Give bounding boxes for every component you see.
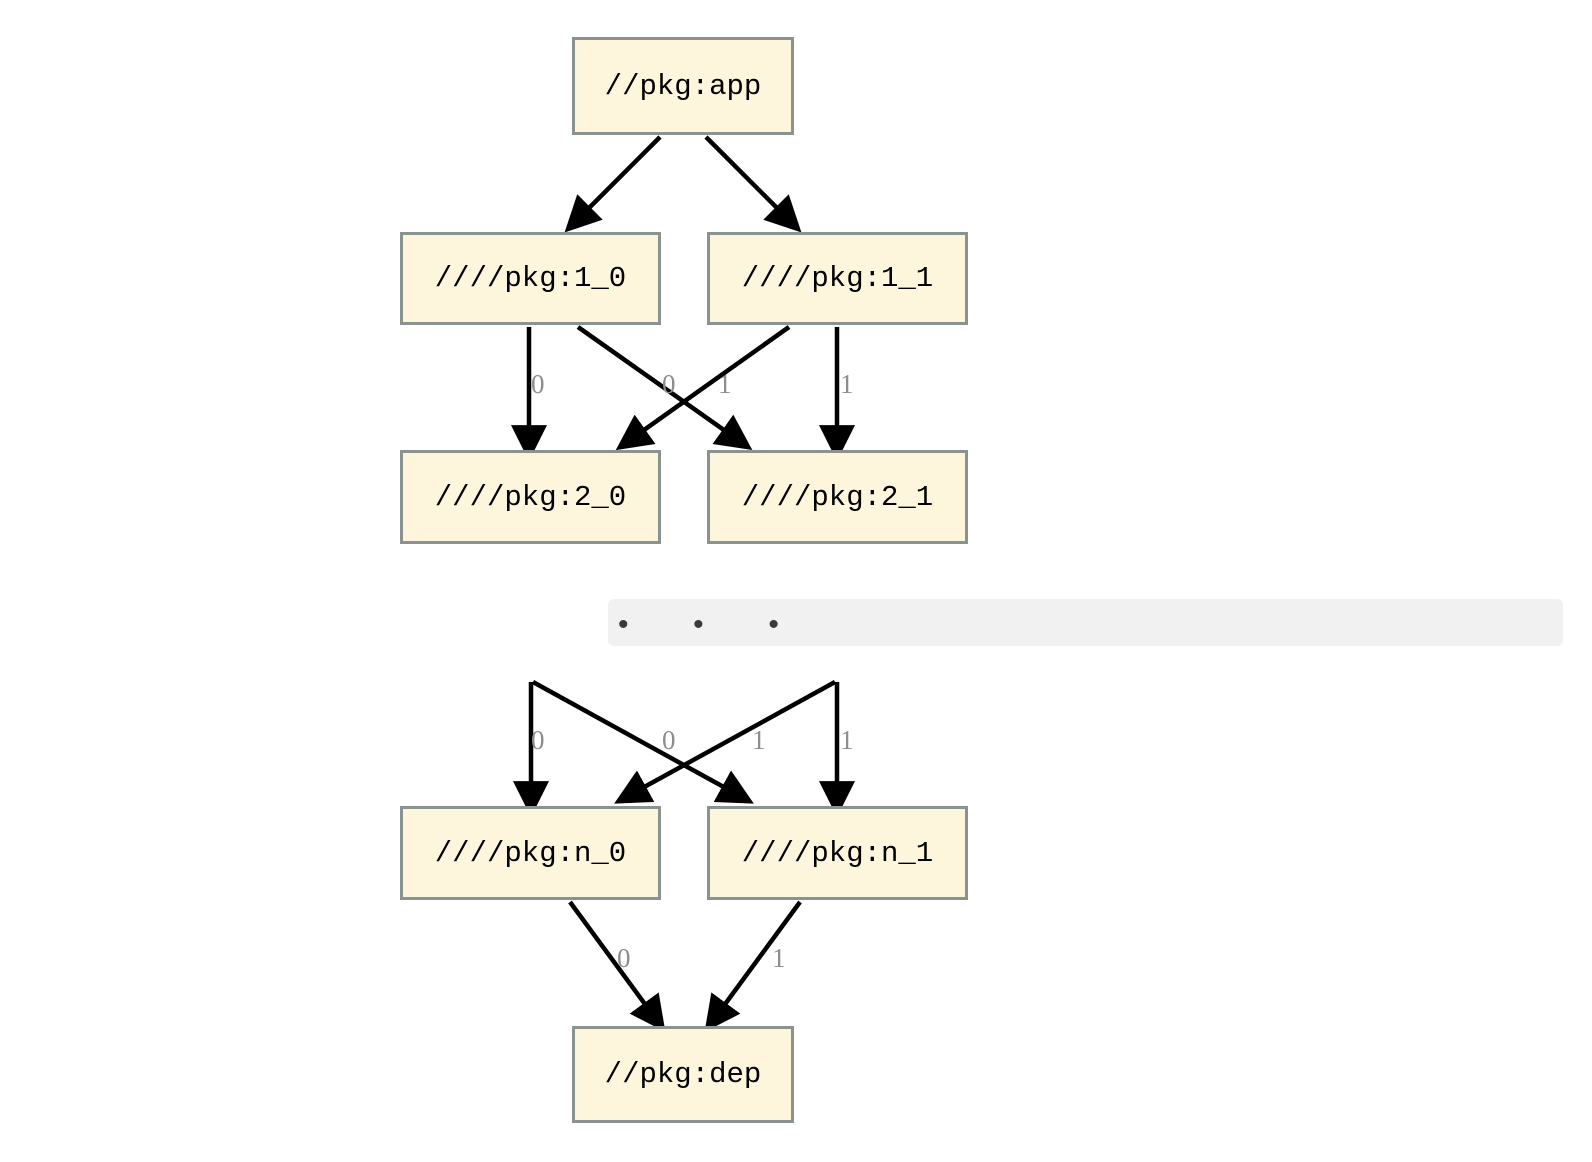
edge-label-above-n_0-cross: 1: [752, 725, 766, 755]
edge-1_0-to-2_1: [576, 325, 753, 451]
edge-app-to-1_1: [704, 135, 802, 233]
node-dep[interactable]: //pkg:dep: [572, 1026, 794, 1123]
node-label: ////pkg:n_0: [434, 836, 627, 870]
edge-n_1-to-dep: [704, 900, 802, 1033]
node-1_0[interactable]: ////pkg:1_0: [400, 232, 661, 325]
edge-n_0-to-dep: [568, 900, 666, 1033]
edge-label-above-n_1-cross: 0: [662, 725, 676, 755]
node-label: ////pkg:2_0: [434, 480, 627, 514]
edge-label-n_0-dep: 0: [617, 943, 631, 973]
edge-1_1-to-2_0: [615, 325, 791, 451]
node-label: ////pkg:n_1: [741, 836, 934, 870]
edge-label-above-n_0-straight: 0: [531, 725, 545, 755]
edge-above-to-n_0-cross: [614, 680, 837, 804]
edge-label-1_1-2_1: 1: [840, 369, 854, 399]
node-label: //pkg:dep: [604, 1058, 762, 1091]
node-label: ////pkg:1_1: [741, 262, 934, 295]
edge-label-above-n_1-straight: 1: [840, 725, 854, 755]
node-2_1[interactable]: ////pkg:2_1: [707, 450, 968, 544]
edge-label-1_0-2_0: 0: [531, 369, 545, 399]
edge-label-n_1-dep: 1: [772, 943, 786, 973]
node-app[interactable]: //pkg:app: [572, 37, 794, 135]
edge-above-to-n_1-cross: [531, 680, 754, 804]
node-n_0[interactable]: ////pkg:n_0: [400, 806, 661, 900]
node-label: ////pkg:1_0: [434, 262, 627, 295]
node-2_0[interactable]: ////pkg:2_0: [400, 450, 661, 544]
ellipsis-dots: • • •: [618, 608, 795, 641]
edge-label-1_0-2_1: 0: [662, 369, 676, 399]
node-label: //pkg:app: [604, 69, 762, 103]
node-label: ////pkg:2_1: [741, 480, 934, 514]
node-1_1[interactable]: ////pkg:1_1: [707, 232, 968, 325]
edge-label-1_1-2_0: 1: [718, 369, 732, 399]
ellipsis-band: • • •: [608, 599, 1563, 646]
node-n_1[interactable]: ////pkg:n_1: [707, 806, 968, 900]
edge-app-to-1_0: [564, 135, 662, 233]
